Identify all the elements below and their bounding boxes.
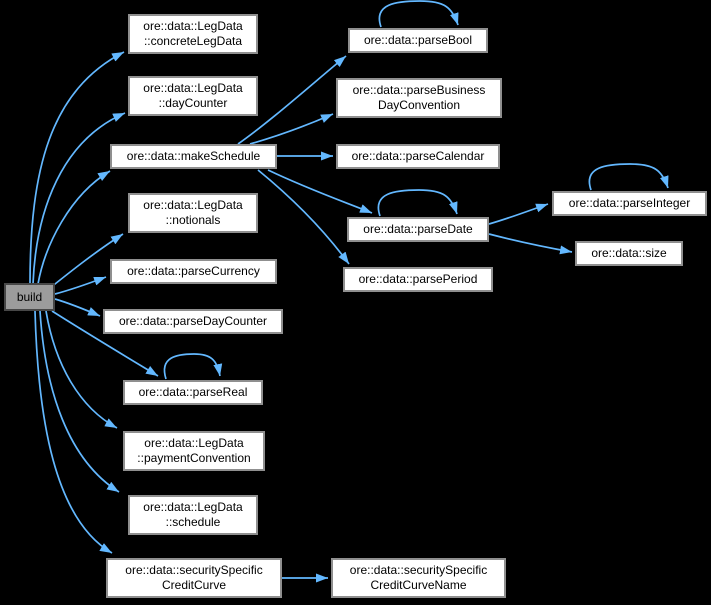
node-legdata-concreteLegData[interactable]: ore::data::LegData ::concreteLegData xyxy=(128,14,258,54)
edge-build-to-paymentConvention xyxy=(45,310,118,429)
edge-parseDate-to-parseInteger xyxy=(488,203,549,225)
node-build: build xyxy=(4,283,55,311)
node-size[interactable]: ore::data::size xyxy=(575,241,683,266)
node-legdata-dayCounter[interactable]: ore::data::LegData ::dayCounter xyxy=(128,76,258,116)
node-parseBool[interactable]: ore::data::parseBool xyxy=(348,28,488,53)
self-loop-parseInteger xyxy=(588,163,669,191)
node-securitySpecificCreditCurveName[interactable]: ore::data::securitySpecific CreditCurveN… xyxy=(331,558,506,598)
node-securitySpecificCreditCurve[interactable]: ore::data::securitySpecific CreditCurve xyxy=(106,558,282,598)
edge-build-to-schedule xyxy=(39,310,120,493)
edge-makeSchedule-to-parsePeriod xyxy=(257,169,350,265)
edge-build-to-dayCounter xyxy=(32,112,126,285)
edge-build-to-parseReal xyxy=(51,310,159,377)
edge-parseDate-to-size xyxy=(488,233,573,255)
node-makeSchedule[interactable]: ore::data::makeSchedule xyxy=(110,144,277,169)
edge-makeSchedule-to-parseDate xyxy=(267,169,373,214)
node-parseBusinessDayConvention[interactable]: ore::data::parseBusiness DayConvention xyxy=(336,78,502,118)
edge-build-to-securitySpecificCreditCurve xyxy=(34,310,113,554)
edge-build-to-parseDayCounter xyxy=(54,298,101,317)
node-parseInteger[interactable]: ore::data::parseInteger xyxy=(552,191,707,216)
edge-build-to-parseCurrency xyxy=(54,276,107,295)
node-legdata-paymentConvention[interactable]: ore::data::LegData ::paymentConvention xyxy=(123,431,265,471)
self-loop-parseBool xyxy=(378,0,459,28)
edge-makeSchedule-to-parseBusinessDayConvention xyxy=(249,113,334,145)
self-loop-parseDate xyxy=(377,189,458,217)
self-loop-parseReal xyxy=(163,353,223,380)
node-parseDate[interactable]: ore::data::parseDate xyxy=(347,217,489,242)
edge-build-to-notionals xyxy=(49,233,124,289)
node-parsePeriod[interactable]: ore::data::parsePeriod xyxy=(343,267,493,292)
node-legdata-schedule[interactable]: ore::data::LegData ::schedule xyxy=(128,495,258,535)
node-legdata-notionals[interactable]: ore::data::LegData ::notionals xyxy=(128,193,258,233)
edge-build-to-makeSchedule xyxy=(37,170,111,285)
edge-makeSchedule-to-parseBool xyxy=(237,55,347,145)
node-parseReal[interactable]: ore::data::parseReal xyxy=(123,380,263,405)
node-parseDayCounter[interactable]: ore::data::parseDayCounter xyxy=(103,309,283,334)
edge-build-to-concreteLegData xyxy=(29,51,125,285)
node-parseCurrency[interactable]: ore::data::parseCurrency xyxy=(110,259,277,284)
node-parseCalendar[interactable]: ore::data::parseCalendar xyxy=(336,144,500,169)
